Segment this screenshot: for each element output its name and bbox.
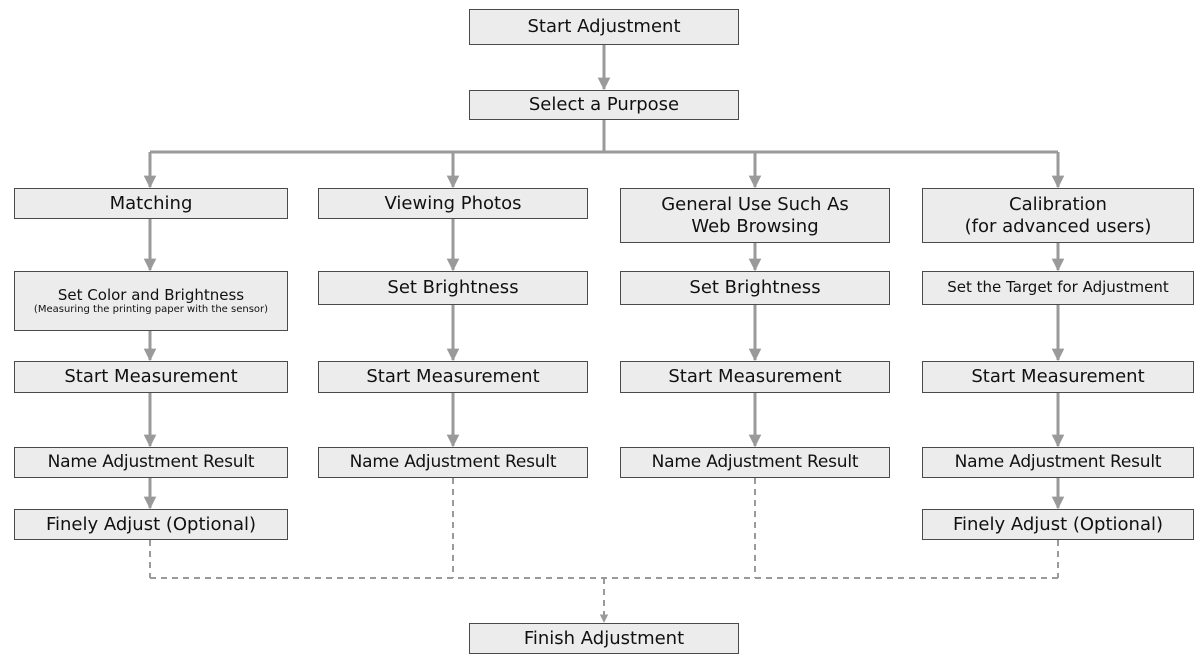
c1-start-measurement-box: Start Measurement xyxy=(14,361,288,393)
set-color-brightness-note: (Measuring the printing paper with the s… xyxy=(33,304,269,316)
general-use-label-line1: General Use Such As xyxy=(661,194,849,216)
c1-finely-adjust-label: Finely Adjust (Optional) xyxy=(45,513,257,535)
start-adjustment-label: Start Adjustment xyxy=(527,16,681,38)
c1-name-result-box: Name Adjustment Result xyxy=(14,447,288,478)
c1-start-measurement-label: Start Measurement xyxy=(64,366,238,388)
c2-start-measurement-box: Start Measurement xyxy=(318,361,588,393)
c2-name-result-box: Name Adjustment Result xyxy=(318,447,588,478)
c2-name-result-label: Name Adjustment Result xyxy=(349,452,557,473)
matching-box: Matching xyxy=(14,188,288,219)
matching-label: Matching xyxy=(109,192,193,214)
finish-adjustment-box: Finish Adjustment xyxy=(469,623,739,654)
c1-name-result-label: Name Adjustment Result xyxy=(47,452,255,473)
c4-finely-adjust-box: Finely Adjust (Optional) xyxy=(922,509,1194,540)
c2-set-brightness-box: Set Brightness xyxy=(318,271,588,305)
set-target-box: Set the Target for Adjustment xyxy=(922,271,1194,305)
general-use-box: General Use Such As Web Browsing xyxy=(620,188,890,243)
finish-adjustment-label: Finish Adjustment xyxy=(523,627,685,649)
c4-start-measurement-label: Start Measurement xyxy=(971,366,1145,388)
c4-name-result-box: Name Adjustment Result xyxy=(922,447,1194,478)
c2-start-measurement-label: Start Measurement xyxy=(366,366,540,388)
c3-start-measurement-label: Start Measurement xyxy=(668,366,842,388)
set-color-brightness-box: Set Color and Brightness (Measuring the … xyxy=(14,271,288,331)
c4-finely-adjust-label: Finely Adjust (Optional) xyxy=(952,513,1164,535)
set-color-brightness-label: Set Color and Brightness xyxy=(57,285,245,304)
general-use-label-line2: Web Browsing xyxy=(691,215,819,237)
calibration-label-line1: Calibration xyxy=(1009,194,1107,216)
calibration-label-line2: (for advanced users) xyxy=(964,215,1152,237)
calibration-box: Calibration (for advanced users) xyxy=(922,188,1194,243)
viewing-photos-box: Viewing Photos xyxy=(318,188,588,219)
c3-start-measurement-box: Start Measurement xyxy=(620,361,890,393)
c3-name-result-box: Name Adjustment Result xyxy=(620,447,890,478)
select-purpose-label: Select a Purpose xyxy=(528,94,680,116)
set-target-label: Set the Target for Adjustment xyxy=(947,278,1169,297)
c4-start-measurement-box: Start Measurement xyxy=(922,361,1194,393)
c3-name-result-label: Name Adjustment Result xyxy=(651,452,859,473)
viewing-photos-label: Viewing Photos xyxy=(384,192,522,214)
c1-finely-adjust-box: Finely Adjust (Optional) xyxy=(14,509,288,540)
start-adjustment-box: Start Adjustment xyxy=(469,9,739,45)
c3-set-brightness-box: Set Brightness xyxy=(620,271,890,305)
select-purpose-box: Select a Purpose xyxy=(469,90,739,120)
c4-name-result-label: Name Adjustment Result xyxy=(954,452,1162,473)
c2-set-brightness-label: Set Brightness xyxy=(387,277,519,299)
c3-set-brightness-label: Set Brightness xyxy=(689,277,821,299)
